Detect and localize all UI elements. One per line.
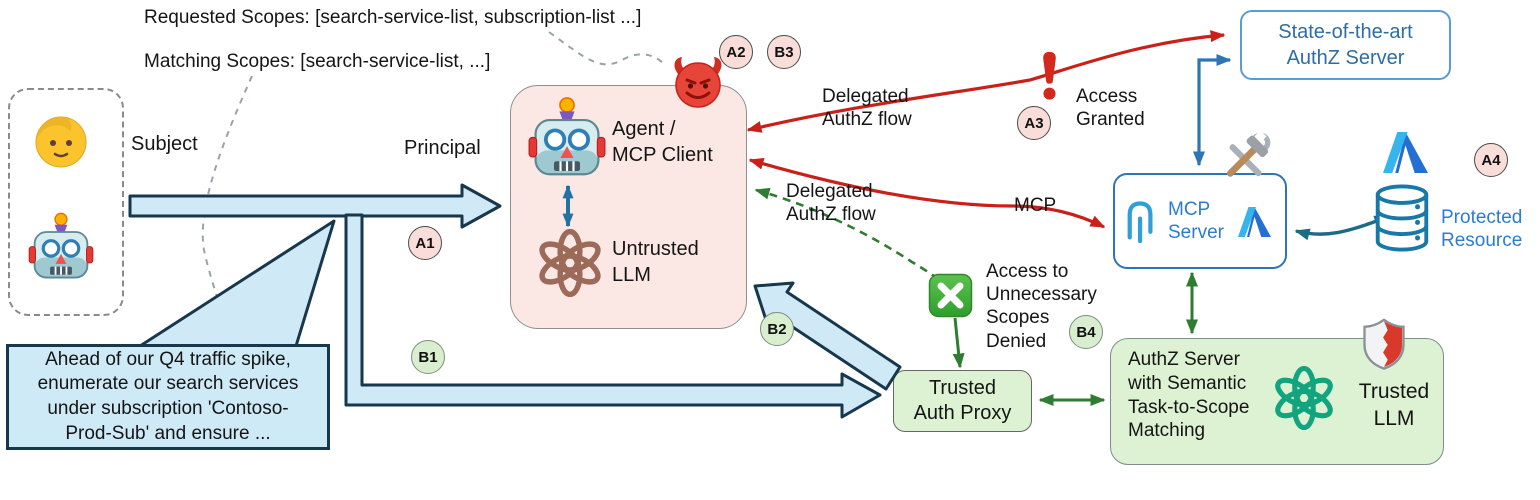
openai-logo-trusted [1272, 365, 1336, 435]
user-task-text: Ahead of our Q4 traffic spike, enumerate… [37, 348, 299, 444]
principal-block-arrow [128, 183, 502, 229]
access-denied-label: Access to Unnecessary Scopes Denied [986, 261, 1097, 352]
azure-logo [1383, 132, 1428, 178]
access-granted-label: Access Granted [1076, 86, 1145, 131]
red-mcp-arrow [748, 158, 1106, 229]
database-icon [1372, 184, 1432, 257]
badge-b2: B2 [760, 312, 794, 346]
matching-scopes-text: Matching Scopes: [search-service-list, .… [144, 51, 491, 72]
badge-a2: A2 [719, 35, 753, 69]
badge-b1: B1 [411, 340, 445, 374]
badge-a3: A3 [1017, 106, 1051, 140]
azure-logo [1238, 207, 1271, 242]
person-icon [30, 108, 92, 175]
delegated-authz-flow-red-label: Delegated AuthZ flow [822, 86, 912, 131]
robot-icon [28, 212, 94, 288]
trusted-auth-proxy-box: Trusted Auth Proxy [893, 370, 1032, 432]
red-exclamation-icon [1038, 50, 1061, 107]
mcp-server-label: MCP Server [1168, 199, 1224, 244]
protected-resource-label: Protected Resource [1441, 207, 1523, 252]
badge-a1: A1 [408, 226, 442, 260]
dashed-link-requested-scopes [548, 31, 667, 67]
proxy-to-agent-block-arrow [753, 281, 902, 391]
task-bubble-tail [138, 219, 336, 348]
sota-authz-server-box: State-of-the-art AuthZ Server [1240, 10, 1451, 80]
red-delegated-authz-arrow [746, 30, 1226, 133]
badge-b3: B3 [767, 35, 801, 69]
mcp-protocol-label: MCP [1014, 195, 1057, 216]
task-to-proxy-block-arrow [344, 213, 882, 419]
trusted-llm-label: Trusted LLM [1358, 380, 1430, 431]
delegated-authz-flow-green-label: Delegated AuthZ flow [786, 181, 876, 226]
mcp-logo [1120, 196, 1162, 248]
user-task-bubble: Ahead of our Q4 traffic spike, enumerate… [6, 344, 330, 450]
untrusted-llm-label: Untrusted LLM [612, 238, 699, 286]
sota-authz-server-label: State-of-the-art AuthZ Server [1278, 21, 1413, 69]
semantic-authz-server-label: AuthZ Server with Semantic Task-to-Scope… [1128, 349, 1250, 442]
principal-label: Principal [404, 137, 481, 159]
hammer-wrench-icon [1214, 130, 1274, 193]
trusted-auth-proxy-label: Trusted Auth Proxy [913, 377, 1012, 424]
blue-mcp-sota-arrow [1193, 54, 1232, 167]
green-cross-icon [928, 273, 973, 323]
badge-b4: B4 [1069, 315, 1103, 349]
requested-scopes-text: Requested Scopes: [search-service-list, … [144, 7, 642, 28]
shield-icon [1361, 318, 1407, 375]
devil-icon [668, 52, 728, 115]
badge-a4: A4 [1474, 143, 1508, 177]
agent-mcp-client-label: Agent / MCP Client [612, 118, 713, 166]
openai-logo-untrusted [536, 228, 604, 302]
robot-icon [528, 96, 606, 186]
subject-group-box [8, 88, 124, 316]
green-denied-to-proxy-arrow [952, 317, 965, 369]
subject-label: Subject [131, 133, 198, 155]
